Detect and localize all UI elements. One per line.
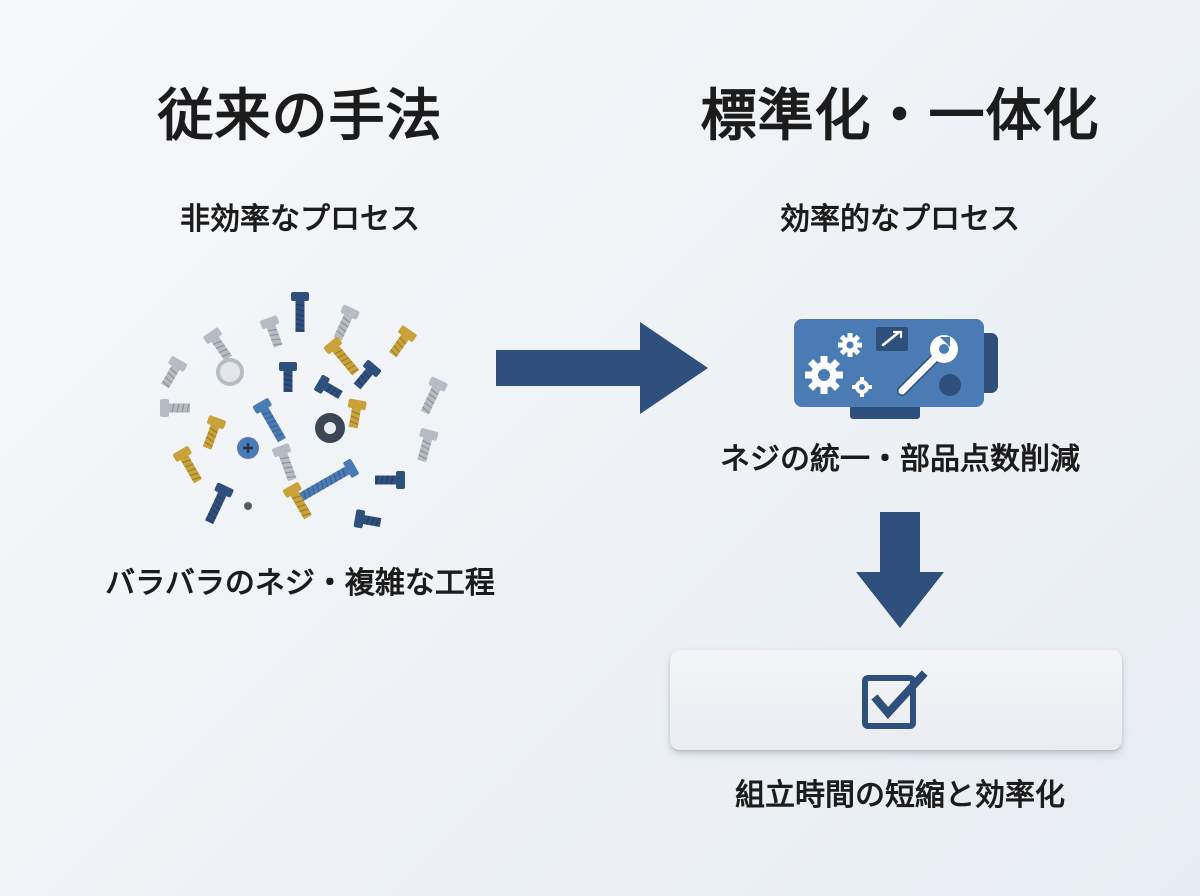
screw-icon: [272, 443, 297, 482]
checkbox-checked-icon: [862, 670, 928, 729]
washer-icon: [216, 358, 244, 386]
right-title: 標準化・一体化: [700, 84, 1100, 149]
result-caption: 組立時間の短縮と効率化: [735, 778, 1065, 813]
screw-icon: [347, 398, 367, 429]
screw-icon: [160, 399, 190, 417]
scattered-screws-icon: [160, 292, 448, 529]
screw-icon: [389, 325, 417, 358]
screw-icon: [314, 374, 343, 399]
integrated-module-icon: [794, 319, 998, 419]
module-caption: ネジの統一・部品点数削減: [720, 442, 1080, 477]
right-arrow-icon: [496, 322, 708, 414]
screw-icon: [202, 415, 226, 450]
screw-icon: [161, 356, 188, 389]
left-subtitle: 非効率なプロセス: [180, 202, 420, 237]
down-arrow-icon: [856, 512, 944, 628]
screw-icon: [353, 509, 382, 529]
screw-icon: [205, 482, 234, 525]
screw-icon: [375, 471, 405, 489]
screw-icon: [420, 376, 448, 415]
screw-icon: [353, 360, 382, 390]
screw-icon: [203, 327, 233, 361]
screw-icon: [323, 337, 360, 376]
screw-icon: [260, 315, 283, 348]
screw-icon: [333, 304, 360, 341]
result-card: [670, 650, 1122, 750]
screw-icon: [252, 398, 286, 443]
screw-icon: [282, 482, 312, 520]
screw-icon: [417, 428, 439, 463]
left-title: 従来の手法: [157, 84, 443, 149]
washer-icon: [244, 502, 252, 510]
screw-icon: [279, 362, 297, 392]
screw-icon: [172, 446, 202, 484]
screw-icon: [291, 292, 309, 332]
left-caption: バラバラのネジ・複雑な工程: [105, 566, 495, 601]
right-subtitle: 効率的なプロセス: [780, 202, 1020, 237]
